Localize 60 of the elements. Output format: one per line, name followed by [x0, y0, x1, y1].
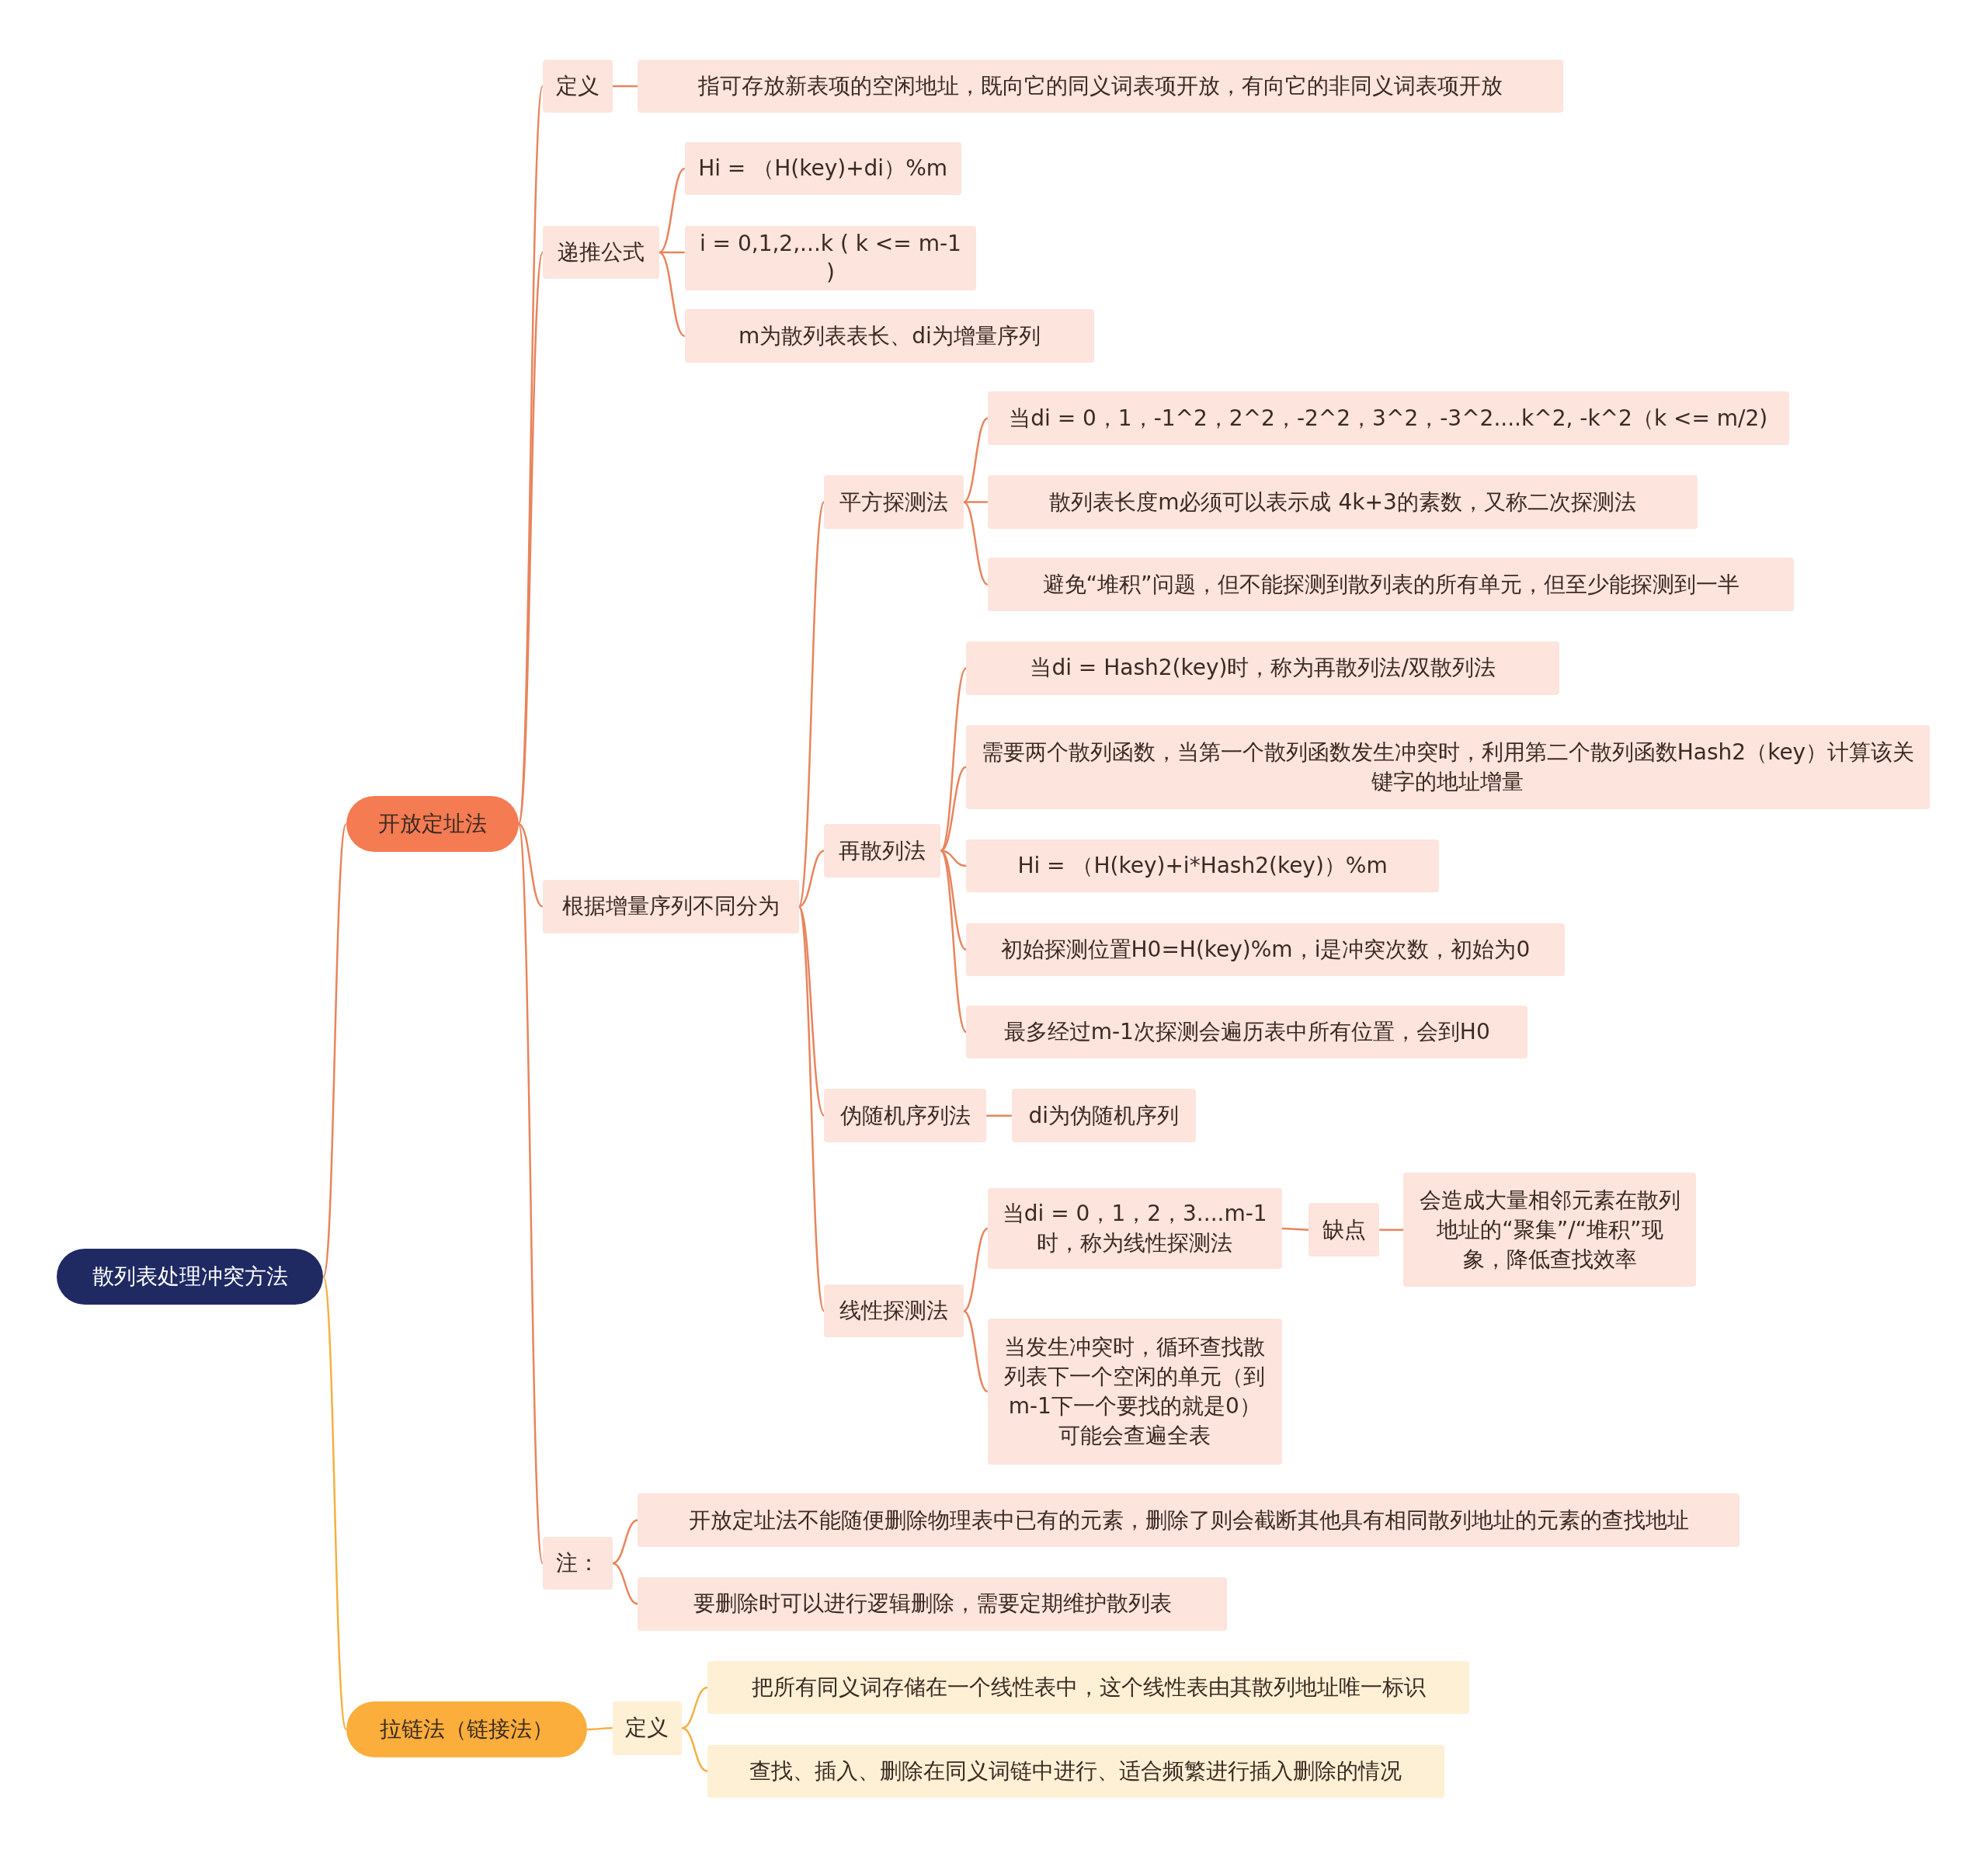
topic-box: 定义: [612, 1701, 683, 1755]
topic-box: Hi = （H(key)+di）%m: [684, 141, 961, 196]
connector: [1281, 1227, 1309, 1231]
topic-box: 当发生冲突时，循环查找散列表下一个空闲的单元（到m-1下一个要找的就是0）可能会查遍全表: [987, 1318, 1282, 1465]
topic-box: 定义: [542, 59, 613, 113]
topic-box: 指可存放新表项的空闲地址，既向它的同义词表项开放，有向它的非同义词表项开放: [638, 59, 1564, 113]
connector: [682, 1686, 708, 1729]
topic-box: 平方探测法: [824, 475, 964, 529]
connector: [682, 1727, 708, 1773]
topic-box: 再散列法: [824, 824, 941, 878]
connector: [798, 502, 825, 907]
connector: [659, 251, 685, 254]
connector: [518, 823, 544, 908]
topic-box: di为伪随机序列: [1011, 1089, 1196, 1142]
topic-box: 递推公式: [542, 225, 659, 280]
topic-box: 要删除时可以进行逻辑删除，需要定期维护散列表: [638, 1577, 1228, 1631]
main-topic: 拉链法（链接法）: [346, 1701, 587, 1757]
topic-box: 注：: [542, 1536, 613, 1590]
topic-box: Hi = （H(key)+i*Hash2(key)）%m: [966, 839, 1440, 893]
connector: [963, 501, 989, 586]
connector: [986, 1114, 1012, 1117]
connector: [517, 824, 544, 1564]
topic-box: 把所有同义词存储在一个线性表中，这个线性表由其散列地址唯一标识: [707, 1660, 1470, 1715]
topic-box: 散列表长度m必须可以表示成 4k+3的素数，又称二次探测法: [987, 475, 1698, 529]
topic-box: i = 0,1,2,...k ( k <= m-1 ): [684, 225, 977, 291]
connector: [612, 1519, 638, 1565]
connector: [798, 850, 825, 908]
connector: [1379, 1229, 1404, 1231]
topic-box: 初始探测位置H0=H(key)%m，i是冲突次数，初始为0: [966, 923, 1565, 977]
topic-box: m为散列表表长、di为增量序列: [684, 309, 1094, 363]
connector: [659, 251, 686, 337]
connector: [322, 823, 347, 1277]
connector: [586, 1727, 613, 1731]
connector: [940, 850, 967, 867]
connector: [612, 1562, 638, 1605]
root-topic: 散列表处理冲突方法: [57, 1249, 324, 1305]
topic-box: 需要两个散列函数，当第一个散列函数发生冲突时，利用第二个散列函数Hash2（key）计算该关键字的地址增量: [966, 725, 1930, 809]
topic-box: 当di = Hash2(key)时，称为再散列法/双散列法: [966, 641, 1560, 695]
connector: [940, 850, 968, 1033]
connector: [798, 905, 825, 1117]
topic-box: 当di = 0，1，-1^2，2^2，-2^2，3^2，-3^2....k^2, -k^2（k <= m/2): [987, 391, 1789, 446]
connector: [612, 85, 638, 88]
connector: [963, 1227, 989, 1312]
topic-box: 避免“堆积”问题，但不能探测到散列表的所有单元，但至少能探测到一半: [987, 558, 1795, 611]
connector: [517, 252, 544, 825]
connector: [963, 417, 989, 503]
topic-box: 当di = 0，1，2，3....m-1时，称为线性探测法: [987, 1187, 1282, 1270]
topic-box: 线性探测法: [824, 1284, 964, 1338]
topic-box: 伪随机序列法: [824, 1089, 987, 1142]
topic-box: 缺点: [1308, 1203, 1380, 1256]
topic-box: 根据增量序列不同分为: [542, 880, 799, 933]
main-topic: 开放定址法: [346, 796, 519, 853]
connector: [517, 85, 544, 825]
topic-box: 开放定址法不能随便删除物理表中已有的元素，删除了则会截断其他具有相同散列地址的元素的查找地址: [638, 1493, 1740, 1547]
connector: [322, 1276, 347, 1730]
connector: [963, 1310, 989, 1392]
topic-box: 查找、插入、删除在同义词链中进行、适合频繁进行插入删除的情况: [707, 1744, 1444, 1799]
topic-box: 会造成大量相邻元素在散列地址的“聚集”/“堆积”现象，降低查找效率: [1403, 1173, 1697, 1288]
connector: [659, 168, 686, 253]
topic-box: 最多经过m-1次探测会遍历表中所有位置，会到H0: [966, 1005, 1528, 1059]
